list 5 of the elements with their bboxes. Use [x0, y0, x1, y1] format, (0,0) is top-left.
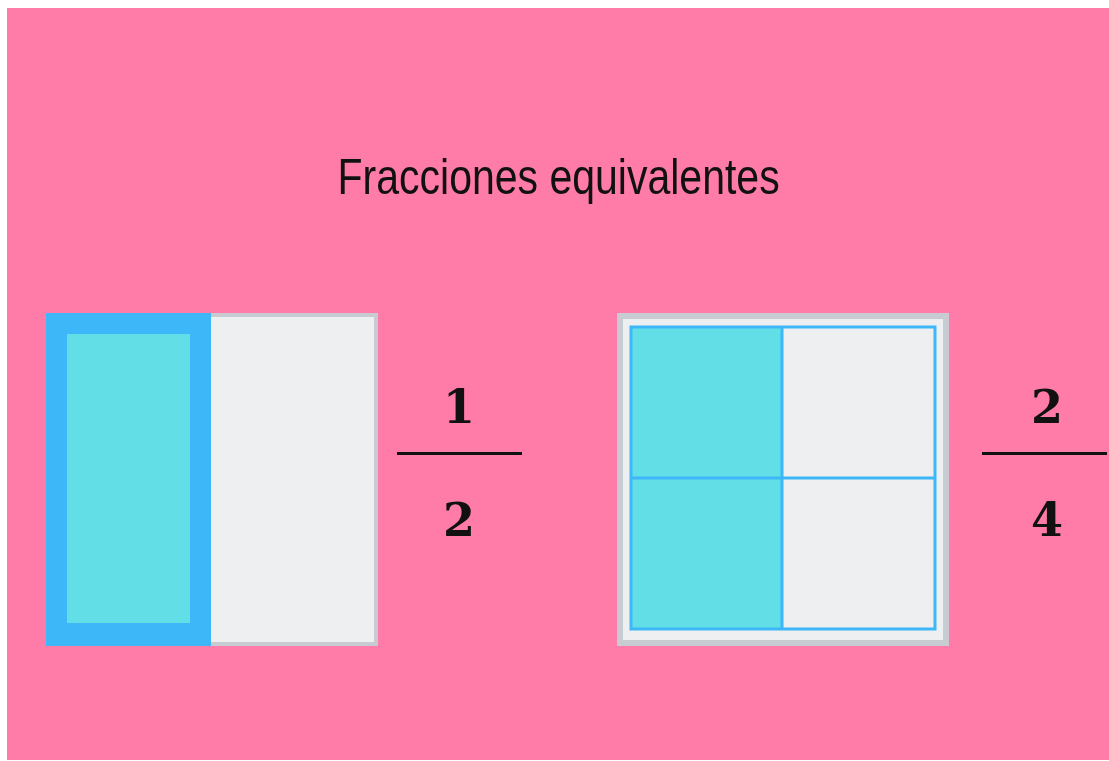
denominator: 2 — [443, 497, 475, 543]
numerator: 1 — [443, 384, 475, 430]
numerator: 2 — [1031, 384, 1063, 430]
title: Fracciones equivalentes — [337, 148, 780, 206]
denominator: 4 — [1031, 497, 1063, 543]
